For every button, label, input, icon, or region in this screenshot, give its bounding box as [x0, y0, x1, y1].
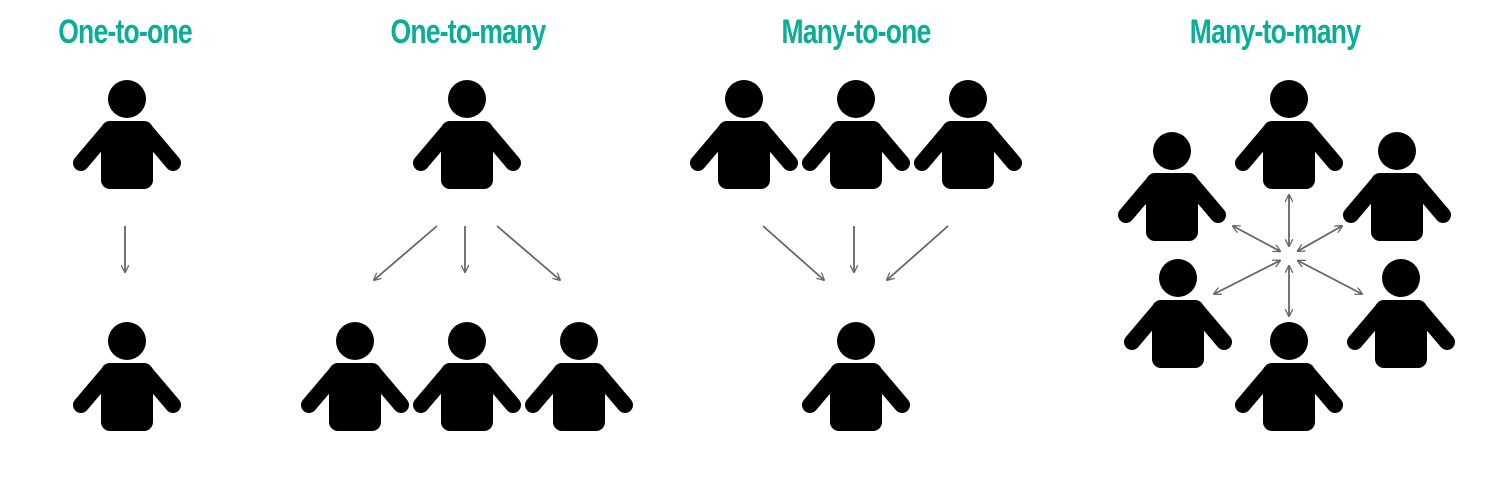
person-icon: [73, 80, 181, 189]
arrow-icon: [374, 225, 438, 280]
arrow-icon: [887, 225, 949, 280]
title-one-to-one: One-to-one: [58, 13, 192, 51]
title-one-to-many: One-to-many: [390, 13, 547, 51]
person-icon: [1124, 259, 1232, 368]
person-icon: [690, 80, 798, 189]
person-icon: [1347, 259, 1455, 368]
people-layer: [73, 80, 1455, 431]
person-icon: [413, 80, 521, 189]
person-icon: [1235, 80, 1343, 189]
person-icon: [1118, 132, 1226, 241]
arrows-layer: [125, 195, 1362, 316]
person-icon: [301, 322, 409, 431]
person-icon: [802, 80, 910, 189]
person-icon: [1235, 322, 1343, 431]
arrow-icon: [1233, 226, 1280, 251]
person-icon: [413, 322, 521, 431]
person-icon: [1343, 132, 1451, 241]
person-icon: [525, 322, 633, 431]
person-icon: [802, 322, 910, 431]
arrow-icon: [762, 225, 824, 280]
arrow-icon: [496, 225, 560, 280]
person-icon: [914, 80, 1022, 189]
arrow-icon: [1214, 261, 1280, 294]
person-icon: [73, 322, 181, 431]
title-many-to-many: Many-to-many: [1189, 13, 1361, 51]
arrow-icon: [1298, 261, 1362, 294]
title-many-to-one: Many-to-one: [781, 13, 931, 51]
arrow-icon: [1298, 226, 1342, 251]
